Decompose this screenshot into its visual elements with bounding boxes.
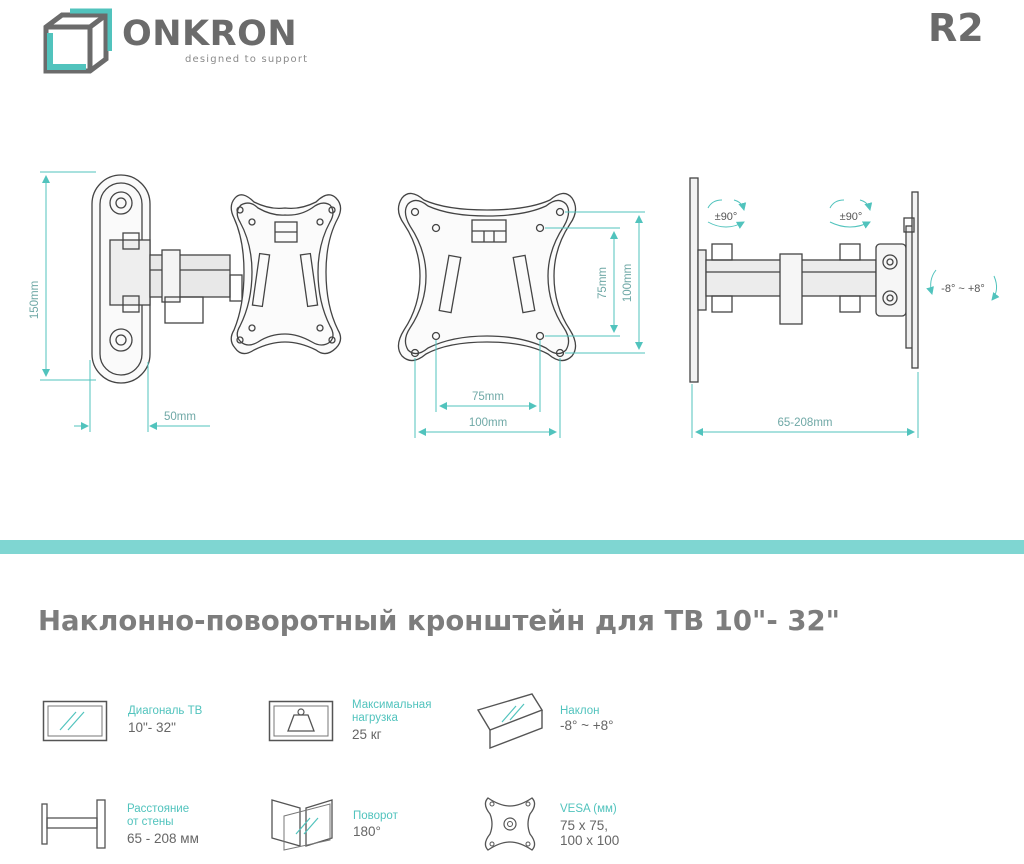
vesa-dimensions: [414, 211, 645, 438]
vesa-plate: [230, 194, 342, 355]
dim-height-150: 150mm: [29, 281, 41, 319]
brand-logo-icon: [43, 8, 113, 74]
dim-reach: 65-208mm: [778, 417, 833, 429]
swivel-icon: [271, 799, 333, 851]
max-load-icon: [268, 700, 334, 742]
spec-diagonal-value: 10"- 32": [128, 720, 176, 735]
dim-vesa-75-horizontal: 75mm: [472, 391, 504, 403]
wall-distance-icon: [41, 799, 106, 849]
tilt-icon: [476, 693, 544, 750]
brand-name: ONKRON: [122, 14, 298, 54]
technical-diagram: 150mm 50mm 75mm 100mm 75mm 100mm: [29, 171, 1000, 438]
accent-band: [0, 540, 1024, 554]
dim-vesa-100-vertical: 100mm: [622, 264, 634, 302]
tv-diagonal-icon: [42, 700, 108, 742]
swivel-arm-angle: ±90°: [840, 211, 863, 223]
spec-vesa-value: 75 x 75, 100 x 100: [560, 818, 620, 848]
swivel-wall-angle: ±90°: [715, 211, 738, 223]
spec-tilt-label: Наклон: [560, 705, 600, 717]
spec-load-label: Максимальная нагрузка: [352, 699, 432, 724]
dim-vesa-100-horizontal: 100mm: [469, 417, 507, 429]
spec-swivel-value: 180°: [353, 824, 381, 839]
spec-vesa-label: VESA (мм): [560, 803, 617, 815]
brand-tagline: designed to support: [185, 54, 309, 65]
spec-distance-label: Расстояние от стены: [127, 803, 190, 828]
vesa-view: [397, 192, 577, 362]
spec-load-value: 25 кг: [352, 727, 382, 742]
vesa-icon: [484, 797, 536, 851]
dim-wall-50: 50mm: [164, 411, 196, 423]
spec-distance-value: 65 - 208 мм: [127, 831, 199, 846]
product-title: Наклонно-поворотный кронштейн для ТВ 10"…: [38, 605, 840, 637]
tilt-angle: -8° ~ +8°: [941, 283, 985, 295]
front-dimensions: [40, 171, 210, 432]
side-dimensions: [691, 199, 1000, 438]
dim-vesa-75-vertical: 75mm: [597, 267, 609, 299]
model-code: R2: [928, 6, 984, 50]
brand-logo: [40, 5, 113, 75]
spec-swivel-label: Поворот: [353, 810, 398, 822]
spec-tilt-value: -8° ~ +8°: [560, 718, 614, 733]
front-view: [91, 174, 342, 384]
side-view: [689, 177, 919, 383]
spec-diagonal-label: Диагональ ТВ: [128, 705, 203, 717]
